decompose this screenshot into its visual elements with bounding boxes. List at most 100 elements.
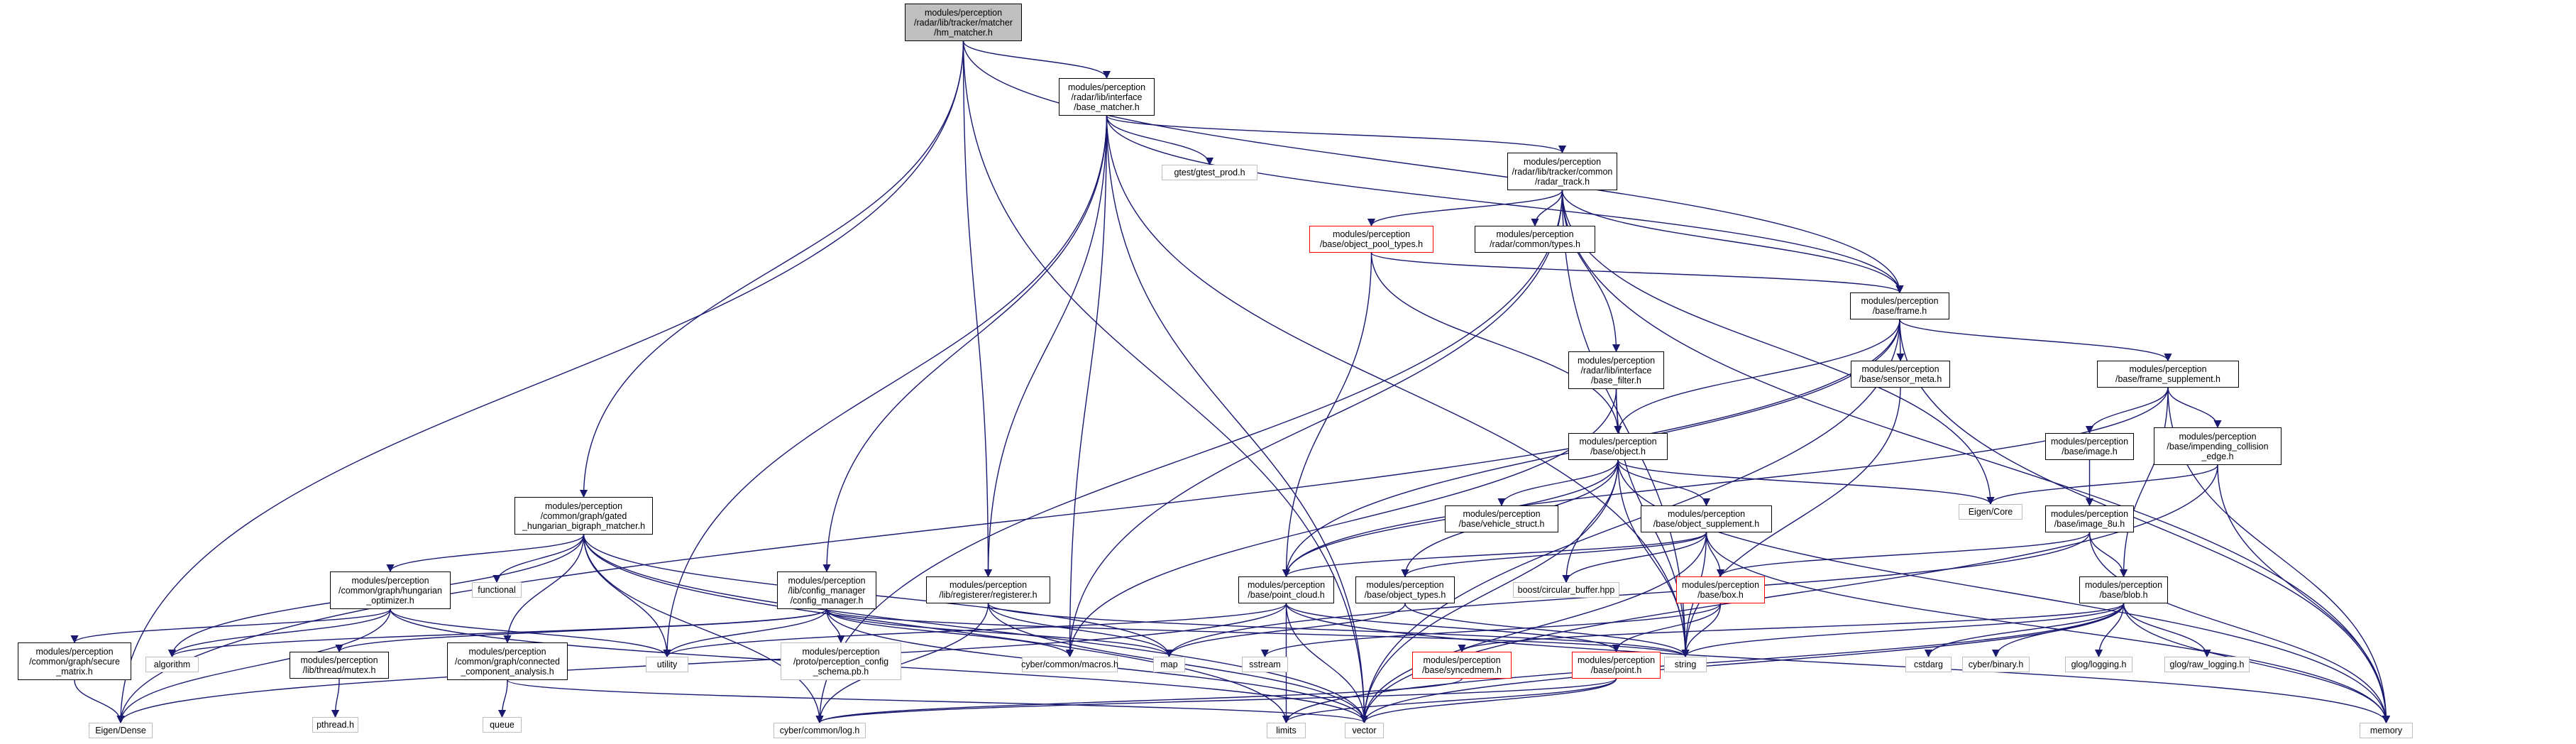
node-base-filter[interactable]: modules/perception /radar/lib/interface … [1568, 351, 1664, 389]
edge-frame-supplement-to-blob [2119, 387, 2169, 578]
edge-registerer-to-cyber-log [815, 603, 989, 724]
node-radar-types[interactable]: modules/perception /radar/common/types.h [1475, 226, 1595, 253]
node-eigen-core: Eigen/Core [1959, 504, 2022, 520]
edge-root-to-base-matcher [962, 40, 1111, 80]
node-blob[interactable]: modules/perception /base/blob.h [2079, 576, 2168, 603]
edge-object-to-eigen-core [1617, 459, 1995, 505]
node-memory: memory [2360, 723, 2413, 738]
edge-base-matcher-to-gtest-prod [1106, 115, 1214, 166]
edge-sensor-meta-to-string [1681, 387, 1901, 658]
edge-image-8u-to-box [1717, 532, 2091, 578]
node-pthread: pthread.h [312, 717, 358, 733]
node-object-pool-types[interactable]: modules/perception /base/object_pool_typ… [1309, 226, 1433, 253]
node-string: string [1664, 657, 1707, 672]
edge-frame-to-memory [1899, 319, 2391, 724]
edge-registerer-to-map [987, 603, 1174, 658]
edge-blob-to-memory [2123, 603, 2391, 724]
edge-root-to-eigen-dense [116, 40, 964, 724]
node-mutex[interactable]: modules/perception /lib/thread/mutex.h [290, 652, 389, 679]
edge-root-to-frame [962, 40, 1904, 294]
node-eigen-dense: Eigen/Dense [89, 723, 153, 738]
edge-object-to-vehicle-struct [1497, 459, 1619, 507]
node-image-8u[interactable]: modules/perception /base/image_8u.h [2045, 505, 2134, 532]
dependency-edges [70, 40, 2391, 724]
node-syncedmem[interactable]: modules/perception /base/syncedmem.h [1412, 652, 1512, 679]
edge-box-to-point [1612, 603, 1722, 653]
node-box[interactable]: modules/perception /base/box.h [1676, 576, 1765, 603]
edge-object-supplement-to-object-types [1401, 532, 1707, 578]
edge-hungarian-optimizer-to-eigen-dense [116, 608, 391, 724]
node-config-manager[interactable]: modules/perception /lib/config_manager /… [777, 571, 876, 609]
edge-frame-supplement-to-impending [2167, 387, 2222, 429]
edge-gated-hungarian-to-cyber-log [583, 534, 824, 724]
edge-object-types-to-string [1404, 603, 1690, 658]
node-point[interactable]: modules/perception /base/point.h [1572, 652, 1661, 679]
node-cyber-binary: cyber/binary.h [1962, 657, 2030, 672]
edge-base-matcher-to-cyber-macros [1065, 115, 1108, 658]
node-object-supplement[interactable]: modules/perception /base/object_suppleme… [1641, 505, 1772, 532]
edge-config-manager-to-cyber-macros [826, 608, 1074, 658]
edge-blob-to-cstdarg [1924, 603, 2125, 658]
edge-impending-to-eigen-core [1986, 464, 2218, 505]
edge-blob-to-vector [1360, 603, 2125, 724]
node-vector: vector [1345, 723, 1384, 738]
edge-blob-to-syncedmem [1458, 603, 2125, 653]
edge-point-cloud-to-utility [663, 603, 1287, 658]
edge-frame-to-eigen-dense [116, 319, 1900, 724]
node-utility: utility [646, 657, 688, 672]
edge-radar-track-to-frame [1561, 190, 1904, 294]
node-base-matcher[interactable]: modules/perception /radar/lib/interface … [1059, 78, 1155, 116]
edge-image-8u-to-memory [2088, 532, 2391, 724]
edge-frame-to-object [1614, 319, 1900, 434]
node-frame-supplement[interactable]: modules/perception /base/frame_supplemen… [2097, 361, 2239, 388]
edge-radar-track-to-string [1561, 190, 1690, 658]
node-point-cloud[interactable]: modules/perception /base/point_cloud.h [1238, 576, 1334, 603]
edge-blob-to-glog-raw-logging [2123, 603, 2211, 658]
node-radar-track[interactable]: modules/perception /radar/lib/tracker/co… [1507, 153, 1617, 190]
node-queue: queue [483, 717, 522, 733]
edge-point-to-cyber-log [815, 678, 1617, 724]
edge-object-to-string [1617, 459, 1690, 658]
edge-base-matcher-to-utility [663, 115, 1108, 658]
edge-gated-hungarian-to-utility [583, 534, 671, 658]
node-connected-component[interactable]: modules/perception /common/graph/connect… [447, 642, 568, 680]
edge-object-pool-types-to-point-cloud [1282, 252, 1372, 578]
node-map: map [1153, 657, 1185, 672]
node-object-types[interactable]: modules/perception /base/object_types.h [1355, 576, 1455, 603]
edge-connected-component-to-vector [507, 679, 1368, 724]
node-sensor-meta[interactable]: modules/perception /base/sensor_meta.h [1851, 361, 1950, 388]
edge-object-types-to-map [1165, 603, 1406, 658]
node-cstdarg: cstdarg [1905, 657, 1952, 672]
edge-point-cloud-to-memory [1285, 603, 2390, 724]
node-secure-matrix[interactable]: modules/perception /common/graph/secure … [18, 642, 131, 680]
edge-config-manager-to-string [826, 608, 1690, 658]
node-object[interactable]: modules/perception /base/object.h [1568, 433, 1668, 460]
node-impending[interactable]: modules/perception /base/impending_colli… [2154, 427, 2281, 465]
edge-box-to-sstream [1261, 603, 1722, 658]
edge-radar-track-to-cyber-macros [1065, 190, 1563, 658]
edge-frame-supplement-to-image [2085, 387, 2169, 434]
node-frame[interactable]: modules/perception /base/frame.h [1850, 292, 1949, 319]
edge-object-supplement-to-circular-buffer [1562, 532, 1707, 584]
node-registerer[interactable]: modules/perception /lib/registerer/regis… [926, 576, 1050, 603]
edge-frame-to-vector [1360, 319, 1900, 724]
node-gated-hungarian[interactable]: modules/perception /common/graph/gated _… [514, 497, 653, 535]
node-root[interactable]: modules/perception /radar/lib/tracker/ma… [905, 4, 1022, 41]
edge-impending-to-memory [2217, 464, 2391, 724]
node-algorithm: algorithm [145, 657, 199, 672]
node-hungarian-optimizer[interactable]: modules/perception /common/graph/hungari… [330, 571, 451, 609]
edge-gated-hungarian-to-map [583, 534, 1174, 658]
edge-object-supplement-to-point-cloud [1282, 532, 1707, 578]
node-cyber-log: cyber/common/log.h [774, 723, 866, 738]
edge-point-cloud-to-vector [1285, 603, 1369, 724]
edge-mutex-to-pthread [331, 678, 340, 718]
edge-object-pool-types-to-object [1370, 252, 1622, 434]
edge-registerer-to-string [987, 603, 1690, 658]
edge-point-cloud-to-eigen-dense [116, 603, 1287, 724]
edge-image-8u-to-blob [2088, 532, 2128, 578]
node-image[interactable]: modules/perception /base/image.h [2045, 433, 2134, 460]
node-vehicle-struct[interactable]: modules/perception /base/vehicle_struct.… [1445, 505, 1558, 532]
edge-secure-matrix-to-eigen-dense [74, 679, 125, 724]
node-cyber-macros: cyber/common/macros.h [1021, 657, 1118, 672]
edge-point-cloud-to-point [1285, 603, 1620, 653]
